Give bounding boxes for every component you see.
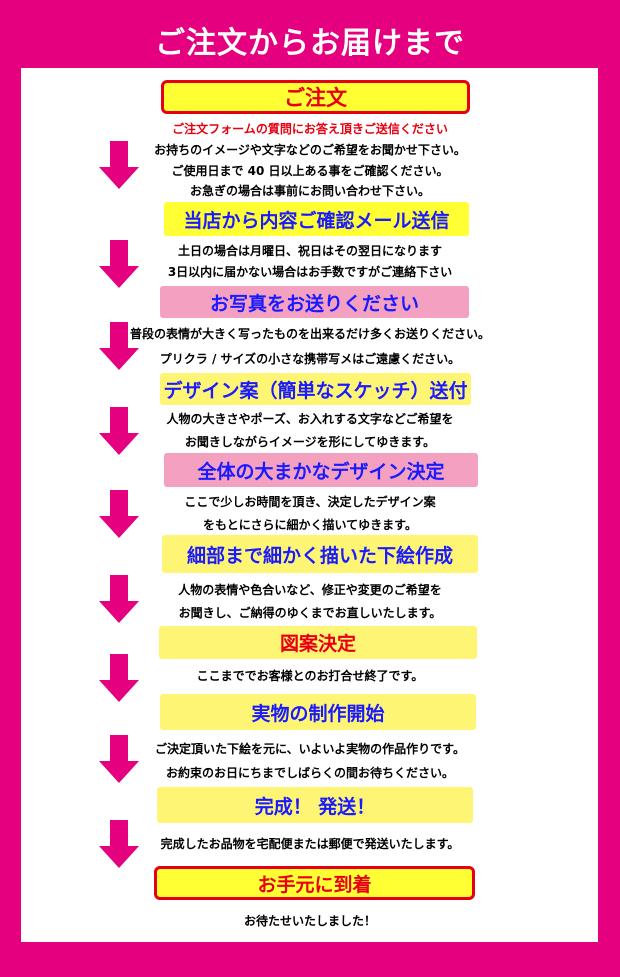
- step-production-box: 実物の制作開始: [160, 694, 476, 730]
- flow-down-arrow-icon: [99, 322, 139, 370]
- step-design-decision-note-2: をもとにさらに細かく描いてゆきます。: [203, 518, 417, 532]
- step-arrival-note-1: お待たせいたしました！: [243, 914, 376, 928]
- step-shipping-box: 完成！ 発送！: [157, 787, 473, 823]
- step-production-note-2: お約束のお日にちまでしばらくの間お待ちください。: [165, 766, 454, 780]
- step-draft-note-1: 人物の表情や色合いなど、修正や変更のご希望を: [178, 583, 442, 597]
- step-arrival-box: お手元に到着: [154, 866, 475, 900]
- step-design-final-box: 図案決定: [159, 626, 477, 659]
- step-send-photo-note-1: 普段の表情が大きく写ったものを出来るだけ多くお送りください。: [129, 327, 490, 341]
- step-design-decision-box: 全体の大まかなデザイン決定: [164, 453, 478, 487]
- step-design-sketch-note-2: お聞きしながらイメージを形にしてゆきます。: [184, 435, 436, 449]
- step-draft-note-2: お聞きし、ご納得のゆくまでお直しいたします。: [178, 606, 442, 620]
- step-order-note-3: ご使用日まで 40 日以上ある事をご確認ください。: [171, 164, 449, 178]
- flow-down-arrow-icon: [99, 141, 139, 189]
- step-send-photo-box: お写真をお送りください: [160, 286, 469, 318]
- step-design-decision-note-1: ここで少しお時間を頂き、決定したデザイン案: [184, 495, 436, 509]
- step-order-note-4: お急ぎの場合は事前にお問い合わせ下さい。: [189, 184, 430, 198]
- step-confirm-mail-box: 当店から内容ご確認メール送信: [164, 202, 469, 236]
- step-order-note-1: ご注文フォームの質問にお答え頂きご送信ください: [172, 122, 448, 136]
- step-shipping-note-1: 完成したお品物を宅配便または郵便で発送いたします。: [160, 837, 460, 851]
- flow-down-arrow-icon: [99, 575, 139, 623]
- step-design-final-note-1: ここまででお客様とのお打合せ終了です。: [196, 669, 424, 683]
- step-confirm-mail-note-1: 土日の場合は月曜日、祝日はその翌日になります: [177, 244, 442, 258]
- flow-down-arrow-icon: [99, 240, 139, 288]
- step-confirm-mail-note-2: 3日以内に届かない場合はお手数ですがご連絡下さい: [167, 265, 453, 279]
- page-title: ご注文からお届けまで: [155, 26, 465, 61]
- step-send-photo-note-2: プリクラ / サイズの小さな携帯写メはご遠慮ください。: [159, 352, 461, 366]
- step-draft-box: 細部まで細かく描いた下絵作成: [162, 535, 478, 573]
- step-design-sketch-note-1: 人物の大きさやポーズ、お入れする文字などご希望を: [166, 412, 454, 426]
- flow-down-arrow-icon: [99, 820, 139, 868]
- flow-down-arrow-icon: [99, 735, 139, 783]
- step-order-box: ご注文: [161, 80, 470, 114]
- step-production-note-1: ご決定頂いた下絵を元に、いよいよ実物の作品作りです。: [155, 742, 465, 756]
- step-design-sketch-box: デザイン案（簡単なスケッチ）送付: [160, 373, 471, 405]
- flow-down-arrow-icon: [99, 490, 139, 538]
- flow-down-arrow-icon: [99, 407, 139, 455]
- flow-down-arrow-icon: [99, 654, 139, 702]
- step-order-note-2: お持ちのイメージや文字などのご希望をお聞かせ下さい。: [154, 143, 466, 157]
